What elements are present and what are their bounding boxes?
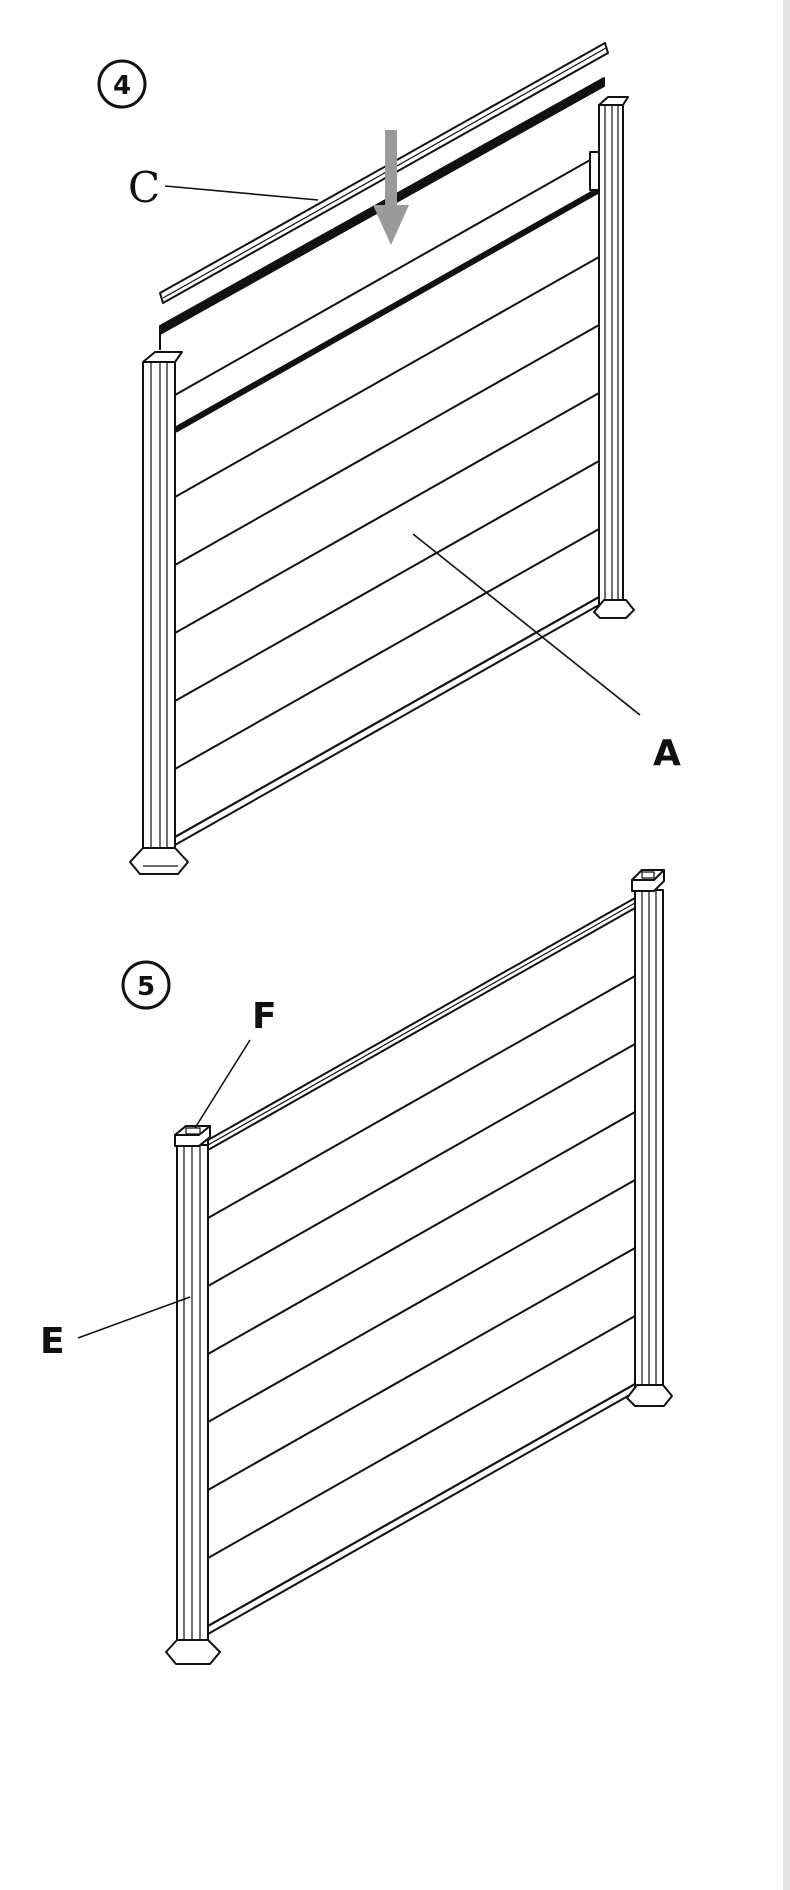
label-f: F xyxy=(252,996,277,1037)
right-post-cap xyxy=(631,869,665,892)
installed-bottom-rail xyxy=(207,1383,636,1635)
label-a: A xyxy=(653,733,681,774)
down-arrow-icon xyxy=(373,130,409,245)
panel-slot xyxy=(589,151,600,191)
leader-line-c xyxy=(164,185,319,201)
installed-panel-boards xyxy=(207,975,636,1627)
left-post-e xyxy=(165,1144,221,1665)
leader-line-a xyxy=(412,533,641,716)
leader-line-e xyxy=(77,1296,191,1339)
right-post xyxy=(593,96,635,619)
post-cap-f xyxy=(174,1125,211,1147)
top-cap-rail xyxy=(159,42,609,304)
step-5-number-marker: 5 xyxy=(121,960,171,1010)
bottom-rail xyxy=(174,596,600,846)
step-4-number: 4 xyxy=(113,71,131,101)
step-4-figure: 4 xyxy=(97,42,681,875)
page-edge xyxy=(783,0,790,1890)
step-5-number: 5 xyxy=(137,972,155,1002)
left-post xyxy=(129,351,189,875)
right-post-installed xyxy=(626,889,673,1407)
label-c: C xyxy=(128,163,160,212)
step-4-number-marker: 4 xyxy=(97,59,147,109)
leader-line-f xyxy=(194,1039,251,1129)
label-e: E xyxy=(40,1321,65,1362)
step-5-figure: 5 xyxy=(40,869,673,1665)
